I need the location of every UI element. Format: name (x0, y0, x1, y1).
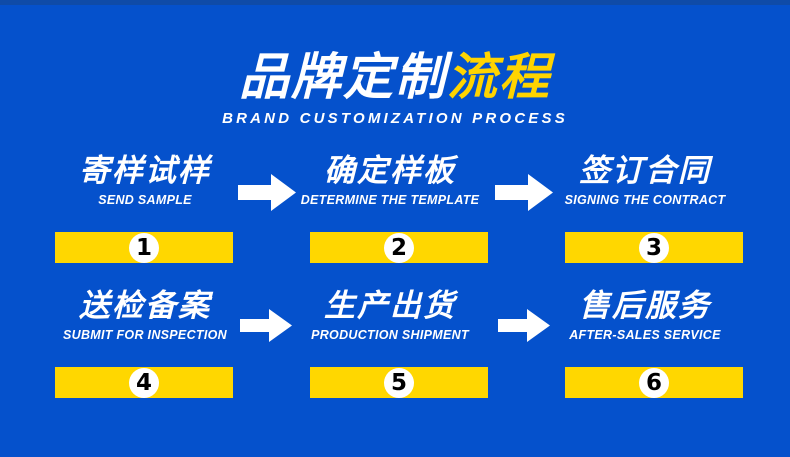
step-title-en: AFTER-SALES SERVICE (569, 328, 721, 342)
process-step-5[interactable]: 生产出货 PRODUCTION SHIPMENT (300, 287, 480, 342)
step-title-cn: 寄样试样 (79, 153, 211, 189)
process-step-2[interactable]: 确定样板 DETERMINE THE TEMPLATE (300, 152, 480, 207)
step-number-badge: 5 (384, 367, 414, 398)
process-step-3[interactable]: 签订合同 SIGNING THE CONTRACT (555, 152, 735, 207)
step-number-badge: 3 (639, 232, 669, 263)
step-number-bar-2: 2 (310, 232, 488, 263)
poster-header: 品牌定制流程 BRAND CUSTOMIZATION PROCESS (0, 48, 790, 127)
step-number-bar-5: 5 (310, 367, 488, 398)
process-step-1[interactable]: 寄样试样 SEND SAMPLE (55, 152, 235, 207)
page-title-accent: 流程 (447, 48, 551, 106)
step-title-cn: 确定样板 (324, 153, 456, 189)
arrow-right-icon (498, 309, 550, 342)
step-number-badge: 4 (129, 367, 159, 398)
step-title-cn: 生产出货 (324, 288, 456, 324)
arrow-right-icon (240, 309, 292, 342)
step-number-bar-4: 4 (55, 367, 233, 398)
step-number-bar-6: 6 (565, 367, 743, 398)
process-step-6[interactable]: 售后服务 AFTER-SALES SERVICE (555, 287, 735, 342)
process-row-2: 送检备案 SUBMIT FOR INSPECTION 4 生产出货 PRODUC… (0, 287, 790, 422)
step-title-cn: 送检备案 (79, 288, 211, 324)
step-title-cn: 签订合同 (579, 153, 711, 189)
arrow-right-icon (495, 174, 553, 211)
step-title-cn: 售后服务 (579, 288, 711, 324)
step-number-bar-1: 1 (55, 232, 233, 263)
step-title-en: SEND SAMPLE (98, 193, 192, 207)
step-number-badge: 2 (384, 232, 414, 263)
step-title-en: PRODUCTION SHIPMENT (311, 328, 469, 342)
step-number-badge: 1 (129, 232, 159, 263)
step-number-bar-3: 3 (565, 232, 743, 263)
page-title-primary: 品牌定制 (239, 48, 447, 106)
process-steps: 寄样试样 SEND SAMPLE 1 确定样板 DETERMINE THE TE… (0, 152, 790, 422)
top-accent-band (0, 0, 790, 5)
step-title-en: DETERMINE THE TEMPLATE (300, 193, 480, 207)
page-title: 品牌定制流程 (0, 48, 790, 106)
process-step-4[interactable]: 送检备案 SUBMIT FOR INSPECTION (55, 287, 235, 342)
page-subtitle: BRAND CUSTOMIZATION PROCESS (222, 110, 568, 127)
step-number-badge: 6 (639, 367, 669, 398)
step-title-en: SUBMIT FOR INSPECTION (63, 328, 227, 342)
step-title-en: SIGNING THE CONTRACT (564, 193, 726, 207)
arrow-right-icon (238, 174, 296, 211)
process-row-1: 寄样试样 SEND SAMPLE 1 确定样板 DETERMINE THE TE… (0, 152, 790, 287)
